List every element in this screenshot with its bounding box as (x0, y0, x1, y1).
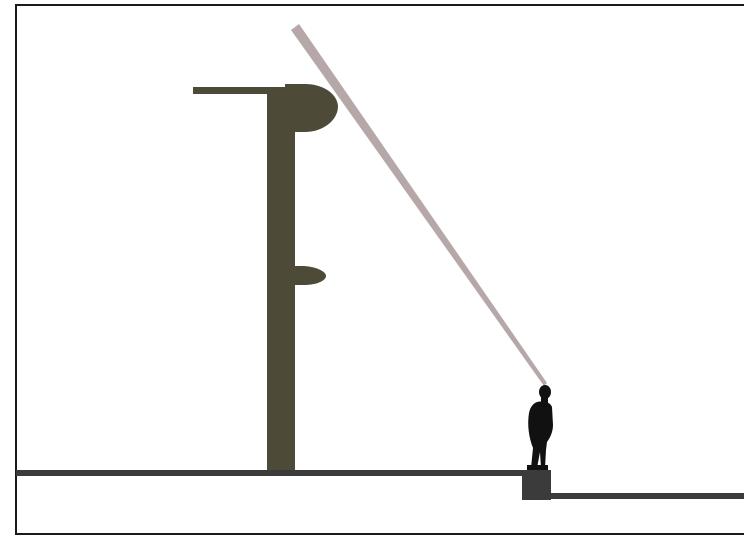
ground-line (16, 470, 548, 476)
figure-feet (527, 465, 548, 470)
step-platform (522, 470, 551, 500)
lower-ground-line (551, 493, 744, 499)
lamp-arm (193, 87, 295, 94)
